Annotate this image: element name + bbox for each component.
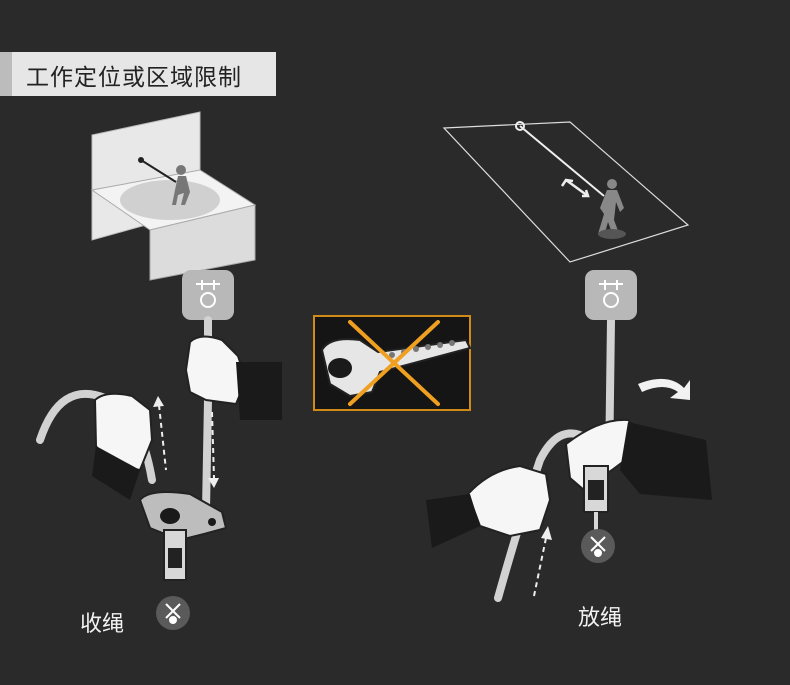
release-arrow-icon [638,378,690,400]
feed-up-arrow [533,537,547,597]
section-title: 工作定位或区域限制 [26,65,242,91]
rope-adjuster-device-left [138,491,228,581]
cross-icon [348,320,440,406]
anchor-icon [196,280,220,308]
anchor-icon [599,280,623,308]
anchor-box-right [585,270,637,320]
anchor-box-left [182,270,234,320]
title-accent [0,52,12,96]
rope-adjuster-device-right [583,465,609,530]
connector-icon [156,596,190,630]
caption-release-rope: 放绳 [578,606,623,631]
worker-figure-right [598,179,626,239]
section-title-bar: 工作定位或区域限制 [0,52,276,96]
work-positioning-scene [90,111,257,281]
double-arrow-icon [560,178,590,198]
worker-figure-left [172,165,190,205]
caption-pull-rope: 收绳 [80,612,125,637]
right-rope-system [426,270,712,602]
left-rope-system [36,270,282,630]
pull-down-arrow [211,411,215,479]
connector-icon [581,529,615,563]
pull-up-arrow [158,404,167,471]
prohibited-use-box [313,315,472,411]
restriction-scene [442,121,690,263]
